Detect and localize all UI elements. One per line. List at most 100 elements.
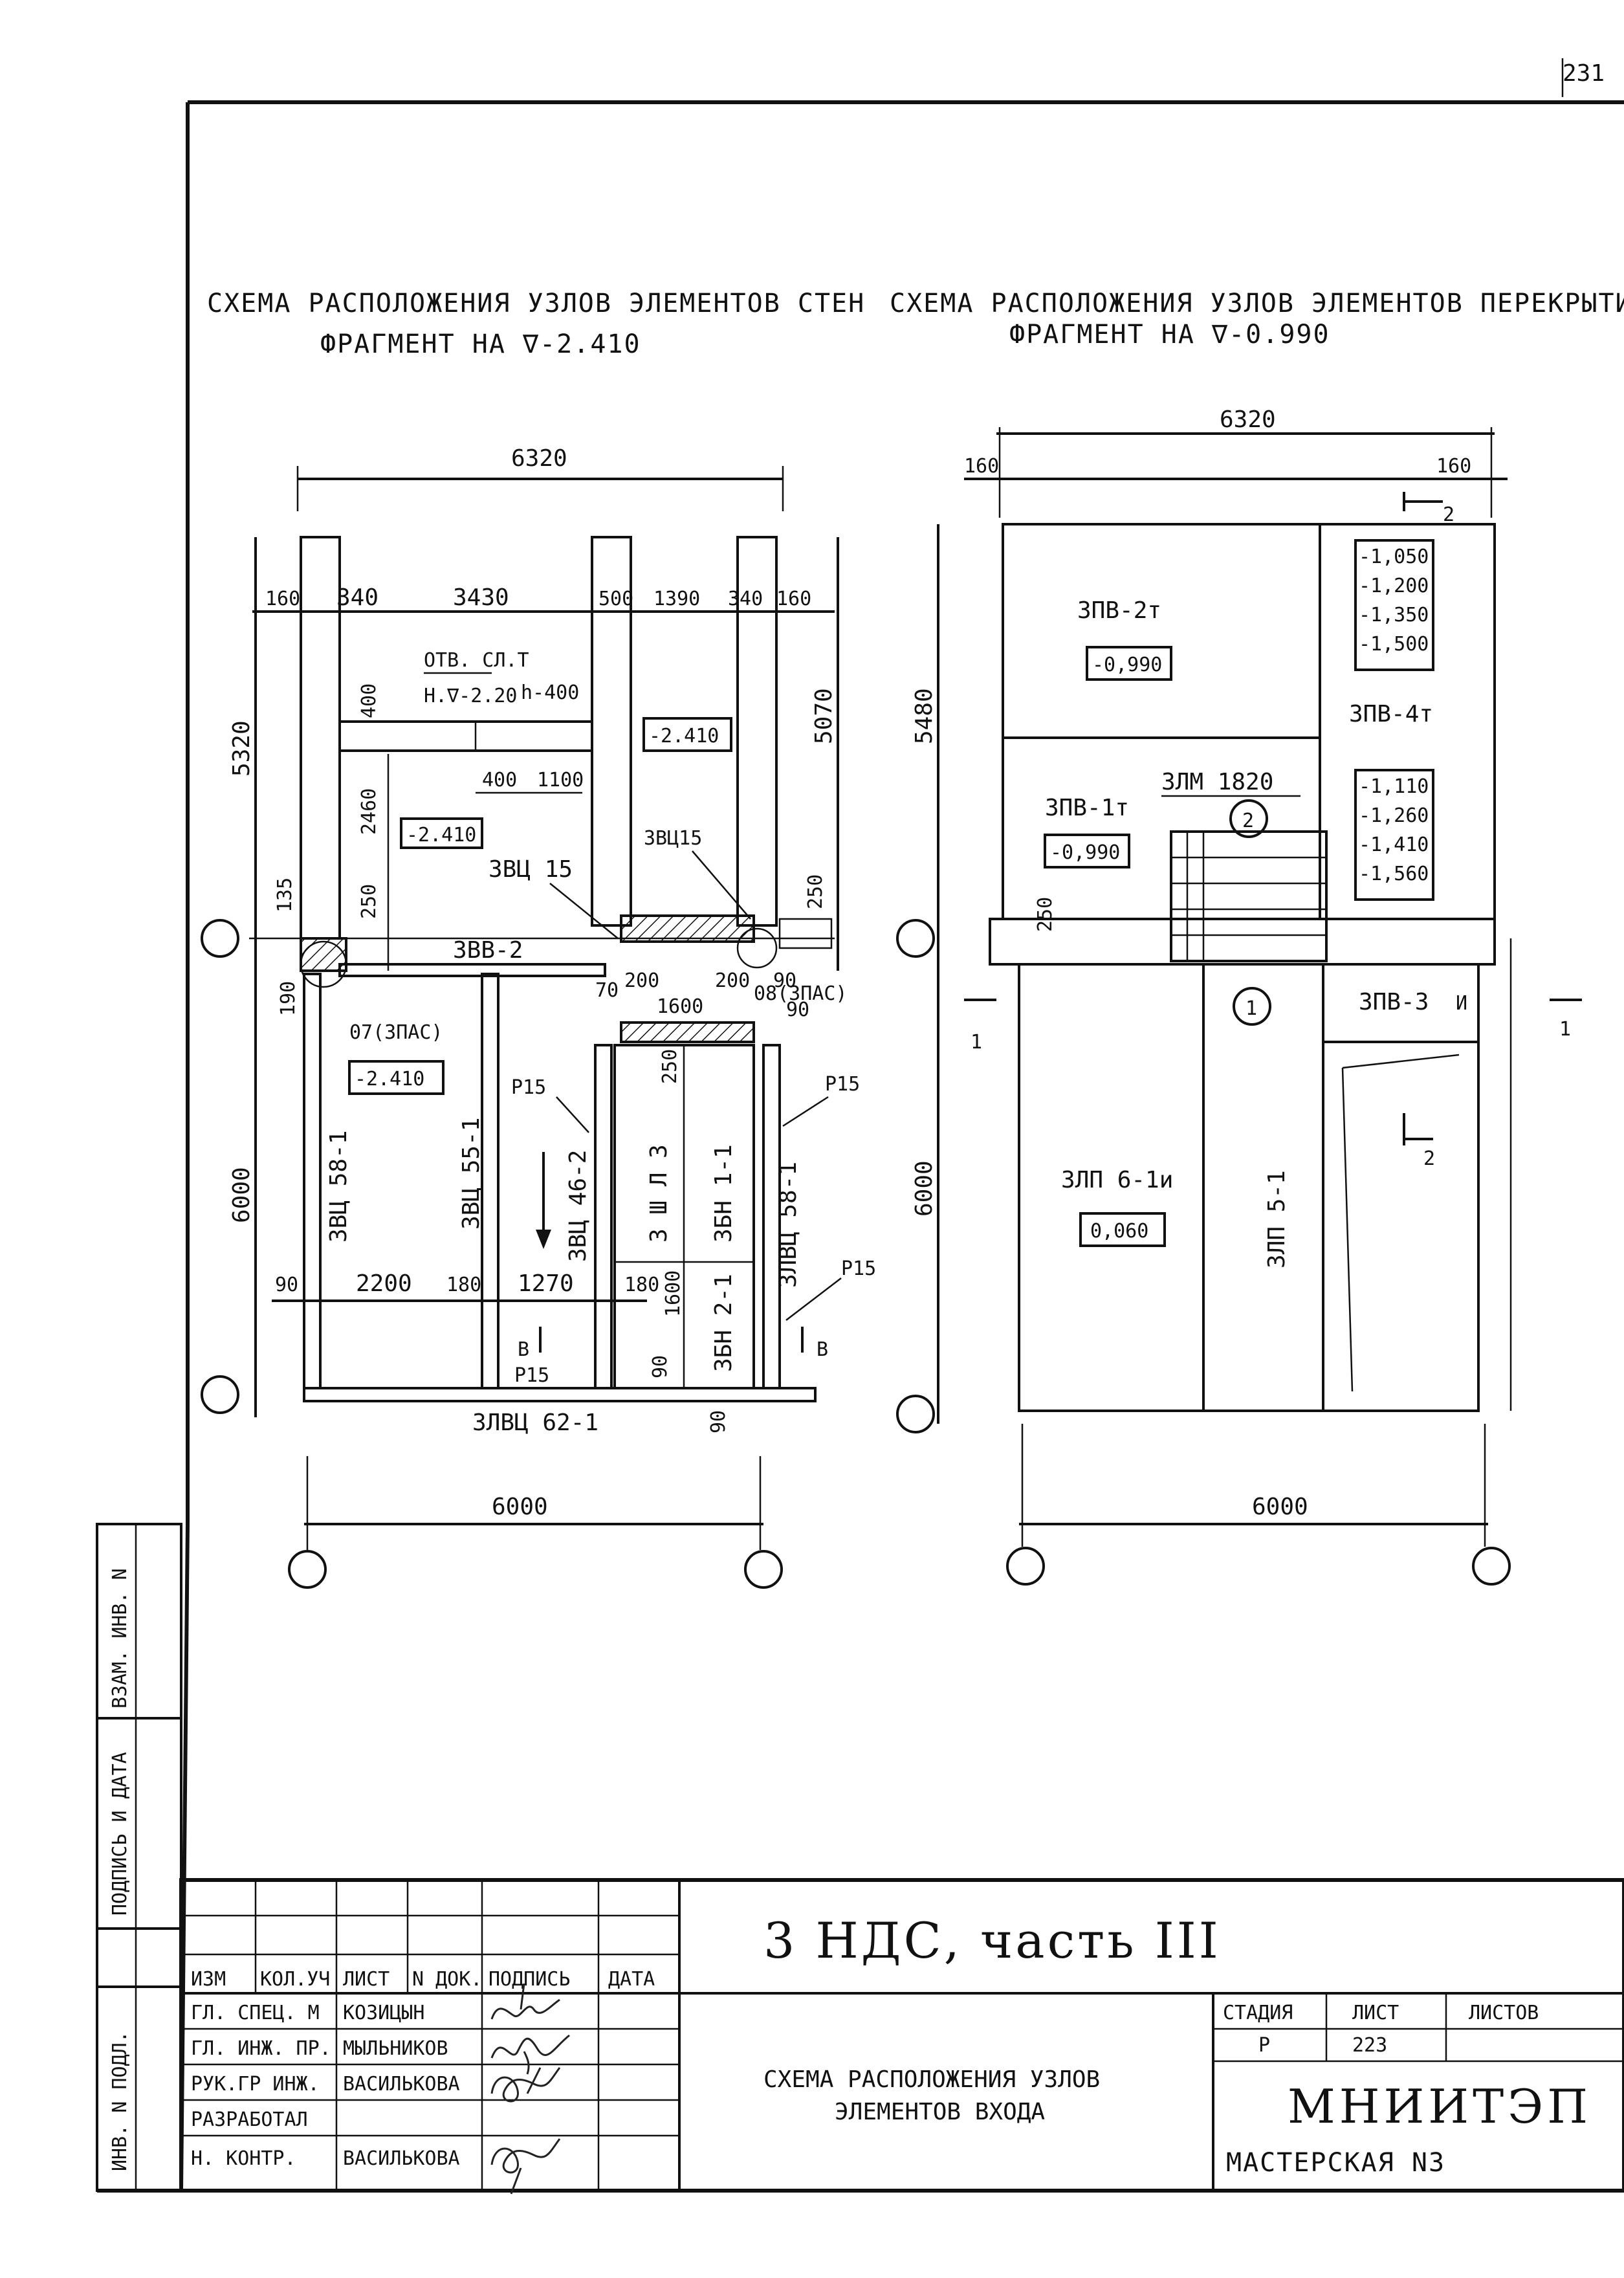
dim-r-160b: 160	[1436, 455, 1471, 478]
dim-90d: 90	[649, 1355, 672, 1378]
dim-340a: 340	[336, 584, 379, 611]
left-scheme: СХЕМА РАСПОЛОЖЕНИЯ УЗЛОВ ЭЛЕМЕНТОВ СТЕН …	[201, 289, 876, 1589]
label-zpv3i: И	[1456, 992, 1467, 1015]
label-zbn21: 3БН 2-1	[710, 1274, 737, 1372]
axis-bubble-rb	[896, 1395, 935, 1433]
wall-left-lower	[303, 973, 322, 1389]
dim-180a: 180	[446, 1274, 481, 1296]
elev-list-b-0: -1,110	[1359, 775, 1429, 798]
label-zlp61: 3ЛП 6-1и	[1061, 1167, 1173, 1193]
dim-200b: 200	[715, 969, 750, 992]
section-b-left: В	[518, 1338, 529, 1361]
signature-0	[490, 1983, 560, 2020]
dim-1600b: 1600	[662, 1270, 685, 1317]
elev-list-a-0: -1,050	[1359, 546, 1429, 568]
tb-sheet: 223	[1352, 2034, 1387, 2057]
dim-right-bottom-6000: 6000	[1252, 1494, 1308, 1520]
door-opening	[1322, 1041, 1480, 1412]
stamp-inv: ИНВ. N ПОДЛ.	[109, 2031, 131, 2171]
tb-role-4: Н. КОНТР.	[191, 2147, 296, 2170]
dim-left-6000: 6000	[228, 1167, 255, 1223]
tb-stage-header: СТАДИЯ	[1223, 2002, 1293, 2024]
dim-180b: 180	[624, 1274, 659, 1296]
label-zvts46: 3ВЦ 46-2	[565, 1150, 591, 1262]
tb-sheet-header: ЛИСТ	[1352, 2002, 1399, 2024]
axis-bubble-rbr	[1472, 1547, 1511, 1586]
wall-bottom	[303, 1387, 817, 1402]
tb-name-4: ВАСИЛЬКОВА	[343, 2147, 460, 2170]
dim-2200: 2200	[356, 1270, 412, 1297]
label-zvts15a: 3ВЦ 15	[488, 856, 573, 883]
label-zlp51: 3ЛП 5-1	[1264, 1170, 1290, 1268]
elev-1t: -0,990	[1050, 841, 1120, 864]
dim-90e: 90	[707, 1410, 730, 1433]
axis-bubble-lb	[201, 1375, 239, 1414]
label-zpv4t: 3ПВ-4т	[1349, 701, 1433, 727]
label-zpv1t: 3ПВ-1т	[1045, 795, 1129, 821]
wall-stair-left	[594, 1044, 613, 1389]
dim-3430: 3430	[453, 584, 509, 611]
tb-header-podpis: ПОДПИСЬ	[488, 1968, 570, 1991]
axis-bubble-lt	[201, 919, 239, 958]
dim-1390: 1390	[653, 588, 700, 610]
label-p15c: Р15	[841, 1257, 876, 1280]
left-elev-3: -2.410	[355, 1068, 424, 1090]
dim-190: 190	[277, 981, 300, 1016]
tb-header-kol: КОЛ.УЧ	[260, 1968, 330, 1991]
dim-5480: 5480	[911, 688, 938, 744]
dim-200a: 200	[624, 969, 659, 992]
note-opening-3: h-400	[521, 681, 579, 704]
right-scheme-title: СХЕМА РАСПОЛОЖЕНИЯ УЗЛОВ ЭЛЕМЕНТОВ ПЕРЕК…	[890, 289, 1624, 318]
label-zvts55: 3ВЦ 55-1	[458, 1118, 485, 1230]
hatch-lintel-bottom	[620, 1021, 755, 1043]
tb-workshop: МАСТЕРСКАЯ N3	[1226, 2148, 1445, 2178]
label-zbn11: 3БН 1-1	[710, 1144, 737, 1243]
tb-stage: Р	[1258, 2034, 1270, 2057]
elev-list-b-3: -1,560	[1359, 863, 1429, 885]
dim-1270: 1270	[518, 1270, 574, 1297]
dim-160b: 160	[776, 588, 811, 610]
hatch-corner	[300, 937, 347, 972]
dim-250c: 250	[659, 1049, 681, 1084]
dim-5320: 5320	[228, 720, 255, 777]
dim-250a: 250	[358, 884, 380, 919]
node-2: 2	[1242, 810, 1254, 832]
side-stamps: ВЗАМ. ИНВ. N ПОДПИСЬ И ДАТА ИНВ. N ПОДЛ.	[96, 1523, 182, 2192]
wall-right-upper	[736, 536, 778, 927]
label-p15b: Р15	[825, 1073, 860, 1096]
label-zpv3: 3ПВ-3	[1359, 989, 1429, 1015]
tb-drawing-title-2: ЭЛЕМЕНТОВ ВХОДА	[835, 2099, 1045, 2125]
dim-right-top-6320: 6320	[1220, 406, 1276, 433]
right-scheme-subtitle: ФРАГМЕНТ НА ∇-0.990	[1009, 320, 1330, 349]
tb-header-izm: ИЗМ	[191, 1968, 226, 1991]
beam-zvv2	[338, 963, 606, 977]
section-2-lower: 2	[1423, 1147, 1435, 1170]
signature-2	[490, 2067, 561, 2103]
panel-zpv1t	[1002, 736, 1321, 920]
label-zlm: 3ЛМ 1820	[1161, 769, 1273, 795]
signature-4	[490, 2138, 561, 2195]
note-opening-2: Н.∇-2.20	[424, 685, 518, 707]
dim-400: 400	[358, 683, 380, 718]
axis-bubble-br	[744, 1550, 783, 1589]
axis-bubble-rt	[896, 919, 935, 958]
dim-left-top-6320: 6320	[511, 445, 567, 472]
dim-250b: 250	[804, 874, 827, 909]
note-opening-1: ОТВ. СЛ.Т	[424, 649, 529, 672]
dim-2460: 2460	[358, 788, 380, 835]
dim-5070: 5070	[811, 688, 837, 744]
left-elev-2: -2.410	[649, 725, 719, 747]
tb-header-list: ЛИСТ	[343, 1968, 390, 1991]
dim-70: 70	[595, 979, 619, 1002]
tb-role-1: ГЛ. ИНЖ. ПР.	[191, 2037, 331, 2060]
axis-bubble-bl	[288, 1550, 327, 1589]
tb-role-2: РУК.ГР ИНЖ.	[191, 2073, 320, 2096]
label-zlvts58: 3ЛВЦ 58-1	[775, 1162, 802, 1288]
dim-90b: 90	[786, 999, 809, 1021]
section-2-top: 2	[1443, 503, 1454, 526]
dim-400b: 400	[482, 769, 517, 791]
panel-zpv2t	[1002, 523, 1321, 739]
dim-500: 500	[598, 588, 633, 610]
label-zvts15b: 3ВЦ15	[644, 827, 702, 850]
